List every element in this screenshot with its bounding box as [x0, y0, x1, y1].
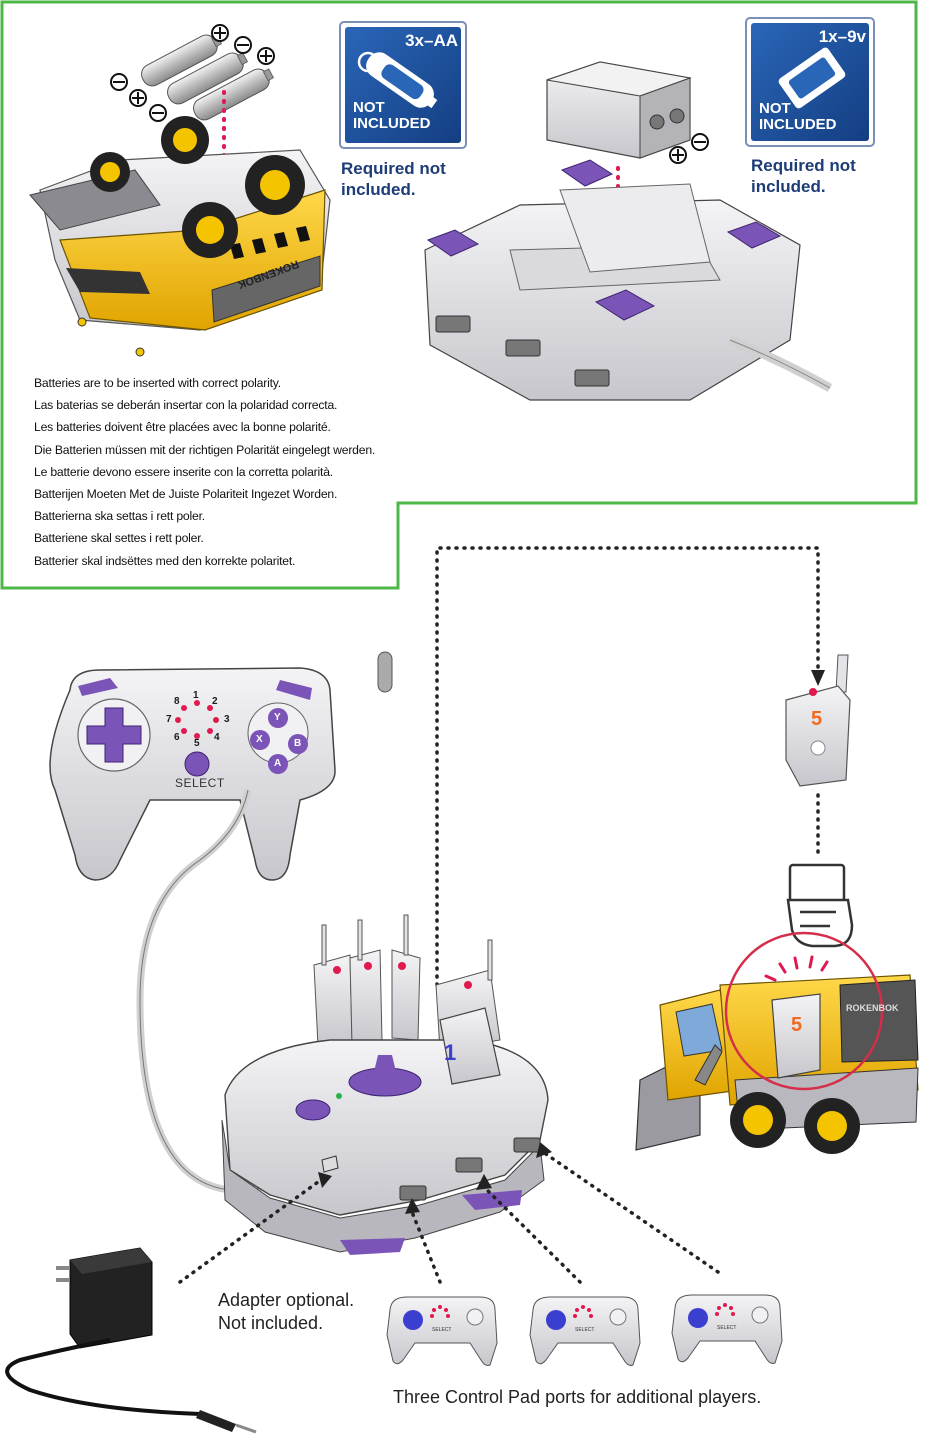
- battery-truck-illustration: [29, 24, 331, 357]
- polarity-line: Batteriene skal settes i rett poler.: [34, 531, 204, 546]
- adapter-caption: Adapter optional. Not included.: [218, 1289, 354, 1335]
- polarity-line: Die Batterien müssen mit der richtigen P…: [34, 442, 376, 457]
- highlight-circle: [724, 931, 884, 1091]
- dump-truck-illustration: [635, 931, 919, 1154]
- truck-key-number: 5: [791, 1014, 803, 1036]
- button-a-label: A: [274, 758, 282, 769]
- aa-battery-badge: [339, 21, 467, 149]
- nine-volt-caption-line1: Required not: [751, 156, 856, 175]
- button-x-label: X: [256, 734, 263, 745]
- nine-volt-battery-badge: [745, 17, 875, 147]
- small-pad-3-select: SELECT: [717, 1325, 737, 1331]
- small-pad-1-select: SELECT: [432, 1327, 452, 1333]
- truck-wheels: [90, 116, 305, 258]
- control-pad-1: [386, 1296, 498, 1366]
- nine-volt-caption-line2: included.: [751, 177, 826, 196]
- battery-section-frame: [0, 0, 918, 590]
- aa-included-label: INCLUDED: [353, 115, 431, 132]
- nine-volt-badge-count: 1x–9v: [818, 27, 866, 46]
- adapter-caption-line1: Adapter optional.: [218, 1290, 355, 1310]
- extra-control-pads: [386, 1294, 783, 1366]
- dump-truck-wheels: [730, 1092, 860, 1154]
- small-pad-2-select: SELECT: [575, 1327, 595, 1333]
- port-connection-lines: [178, 1150, 720, 1284]
- channel-1: 1: [193, 690, 199, 701]
- aa-caption: Required not included.: [341, 158, 446, 200]
- aa-caption-line2: included.: [341, 180, 416, 199]
- polarity-line: Les batteries doivent être placées avec …: [34, 420, 331, 435]
- polarity-symbols: [110, 24, 275, 122]
- channel-8: 8: [174, 696, 180, 707]
- hub-base: [221, 651, 549, 1255]
- polarity-line: Las baterias se deberán insertar con la …: [34, 398, 338, 413]
- aa-not-label: NOT: [353, 99, 385, 116]
- channel-4: 4: [214, 732, 220, 743]
- ports-caption: Three Control Pad ports for additional p…: [393, 1387, 762, 1407]
- nine-volt-battery: [546, 61, 692, 159]
- aa-batteries: [141, 34, 274, 121]
- select-label: SELECT: [175, 776, 225, 790]
- hand-icon: [786, 863, 854, 948]
- aa-badge-count: 3x–AA: [405, 31, 458, 50]
- polarity-line: Batterijen Moeten Met de Juiste Polarite…: [34, 487, 338, 502]
- button-b-label: B: [294, 738, 302, 749]
- nine-volt-polarity: [669, 133, 709, 164]
- nine-volt-badge-not-included: NOT INCLUDED: [759, 101, 837, 133]
- hub-base-underside: [424, 159, 833, 488]
- channel-2: 2: [212, 696, 218, 707]
- dump-truck-brand-logo: ROKENBOK: [846, 1003, 899, 1013]
- channel-7: 7: [166, 714, 172, 725]
- nine-volt-not-label: NOT: [759, 100, 791, 117]
- channel-3: 3: [224, 714, 230, 725]
- control-pad-2: [529, 1296, 641, 1366]
- polarity-line: Le batterie devono essere inserite con l…: [34, 464, 333, 479]
- face-buttons-icon: [247, 702, 309, 774]
- adapter-caption-line2: Not included.: [218, 1313, 324, 1333]
- aa-caption-line1: Required not: [341, 159, 446, 178]
- polarity-line: Batterierna ska settas i rett poler.: [34, 509, 205, 524]
- polarity-line: Batteries are to be inserted with correc…: [34, 376, 281, 390]
- button-y-label: Y: [274, 712, 281, 723]
- key-number: 5: [811, 708, 823, 730]
- main-control-pad: [49, 667, 336, 881]
- battery-polarity-notice: Batteries are to be inserted with correc…: [34, 372, 404, 572]
- vehicle-key: [785, 654, 851, 787]
- power-adapter: [5, 1247, 257, 1434]
- hub-key-number: 1: [444, 1040, 457, 1065]
- channel-6: 6: [174, 732, 180, 743]
- aa-badge-not-included: NOT INCLUDED: [353, 100, 431, 132]
- channel-5: 5: [194, 738, 200, 749]
- polarity-line: Batterier skal indsëttes med den korrekt…: [34, 553, 296, 568]
- control-pad-3: [671, 1294, 783, 1364]
- nine-volt-caption: Required not included.: [751, 155, 856, 197]
- channel-dial-icon: [175, 700, 219, 739]
- nine-volt-included-label: INCLUDED: [759, 116, 837, 133]
- dpad-icon: [86, 707, 142, 763]
